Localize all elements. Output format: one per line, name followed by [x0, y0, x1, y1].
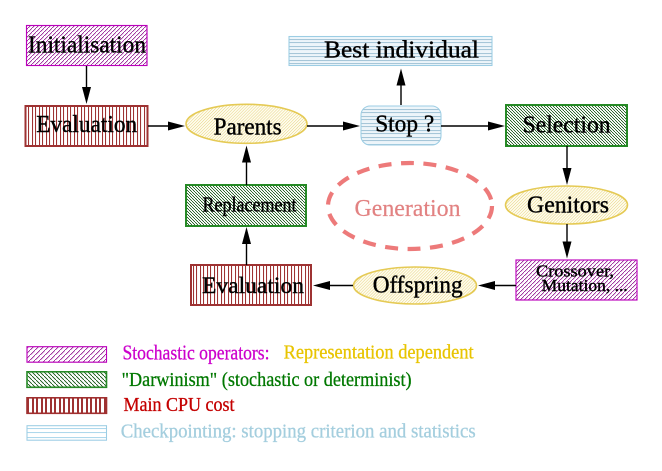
svg-text:Evaluation: Evaluation [202, 273, 304, 299]
svg-text:Initialisation: Initialisation [28, 33, 146, 59]
svg-text:Best individual: Best individual [324, 38, 479, 64]
svg-text:Offspring: Offspring [373, 273, 463, 299]
svg-text:Stochastic operators:: Stochastic operators: [123, 341, 270, 365]
svg-text:"Darwinism" (stochastic or det: "Darwinism" (stochastic or determinist) [122, 369, 412, 391]
svg-text:Parents: Parents [214, 115, 282, 141]
svg-text:Crossover,: Crossover, [536, 262, 614, 281]
svg-text:Mutation, ...: Mutation, ... [542, 276, 628, 295]
svg-text:Genitors: Genitors [527, 192, 609, 218]
svg-text:Representation dependent: Representation dependent [284, 342, 474, 364]
svg-text:Main CPU cost: Main CPU cost [124, 395, 236, 416]
svg-text:Evaluation: Evaluation [36, 112, 137, 138]
svg-text:Selection: Selection [523, 112, 611, 138]
svg-text:Stop ?: Stop ? [375, 111, 434, 137]
svg-text:Replacement: Replacement [203, 192, 297, 216]
svg-text:Checkpointing: stopping criter: Checkpointing: stopping criterion and st… [121, 421, 476, 443]
svg-text:Generation: Generation [355, 196, 461, 222]
